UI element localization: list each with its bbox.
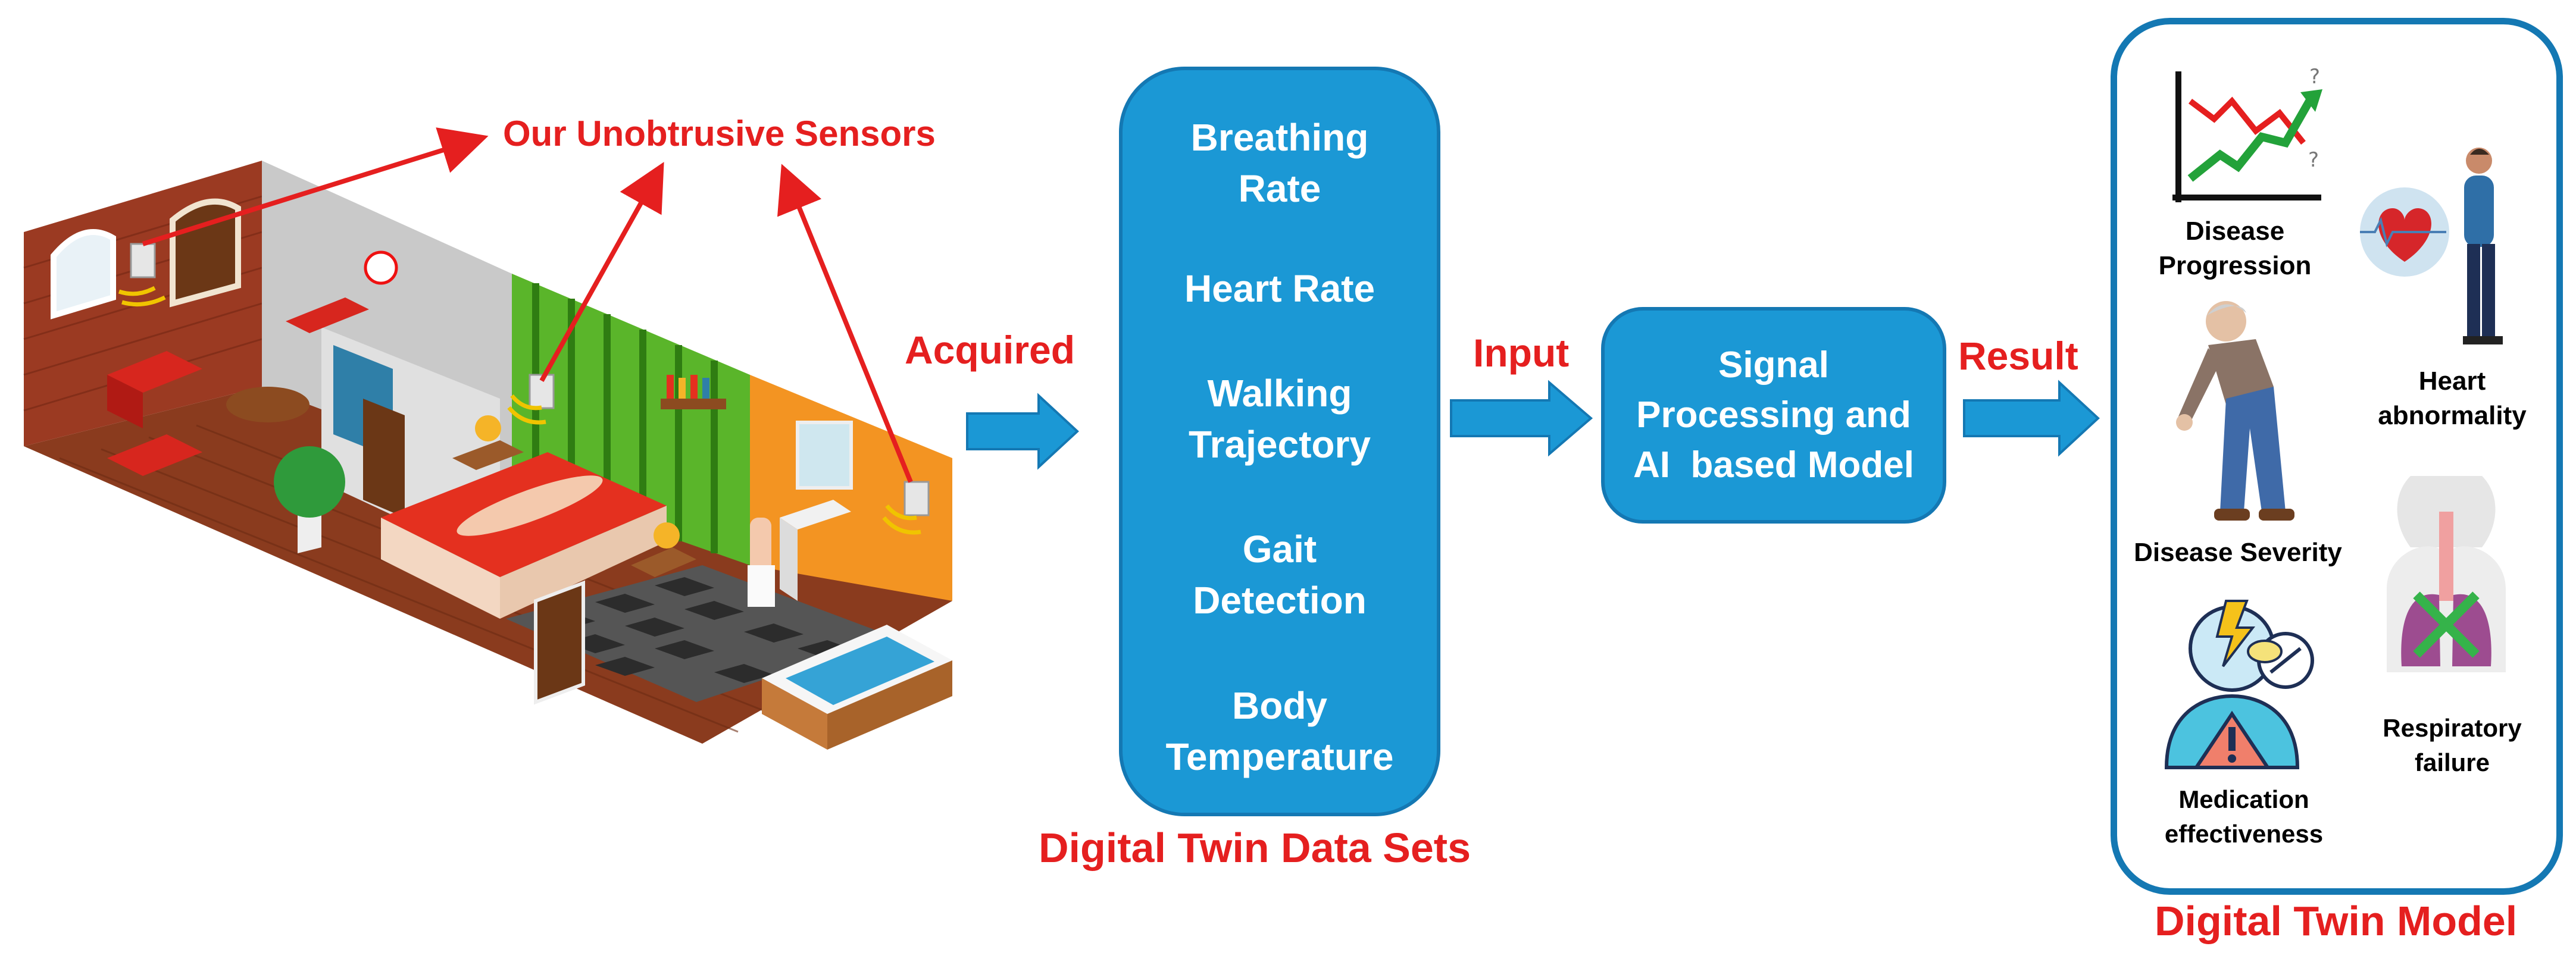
datasets-caption: Digital Twin Data Sets: [1039, 825, 1471, 871]
isometric-apartment-illustration: [23, 161, 952, 750]
result-label: Result: [1958, 334, 2078, 378]
acquired-label: Acquired: [905, 328, 1076, 372]
input-label: Input: [1473, 331, 1570, 375]
svg-text:?: ?: [2309, 65, 2320, 89]
medication-head-icon: [2164, 600, 2314, 769]
outcome-heart-abnormality: Heart abnormality: [2378, 366, 2527, 430]
sensor-pointer-arrows: [142, 127, 913, 483]
outcome-disease-severity: Disease Severity: [2134, 538, 2342, 567]
heart-patient-icon: [2360, 148, 2503, 344]
lungs-icon: [2387, 476, 2506, 672]
sensor-icon: [507, 374, 555, 425]
signal-processing-model-box: Signal Processing and AI based Model: [1601, 307, 1946, 524]
outcome-medication-effectiveness: Medication effectiveness: [2164, 785, 2324, 848]
sensor-icon: [882, 481, 930, 535]
trend-chart-icon: ? ?: [2172, 65, 2322, 202]
svg-text:?: ?: [2308, 148, 2319, 172]
dataset-walking-trajectory: Walking Trajectory: [1189, 372, 1371, 466]
dataset-gait-detection: Gait Detection: [1193, 528, 1367, 622]
acquired-arrow: [966, 393, 1079, 470]
outcome-respiratory-failure: Respiratory failure: [2383, 714, 2522, 776]
result-arrow: [1963, 380, 2100, 457]
twin-model-caption: Digital Twin Model: [2155, 898, 2518, 944]
input-arrow: [1450, 380, 1593, 457]
elderly-man-icon: [2176, 301, 2294, 521]
sensors-label: Our Unobtrusive Sensors: [503, 114, 936, 153]
dataset-heart-rate: Heart Rate: [1184, 267, 1375, 310]
outcome-disease-progression: Disease Progression: [2158, 217, 2312, 280]
digital-twin-datasets-box: Breathing Rate Heart Rate Walking Trajec…: [1119, 67, 1440, 816]
sensor-icon: [118, 243, 166, 307]
dataset-breathing-rate: Breathing Rate: [1190, 116, 1369, 210]
dataset-body-temperature: Body Temperature: [1165, 684, 1394, 778]
